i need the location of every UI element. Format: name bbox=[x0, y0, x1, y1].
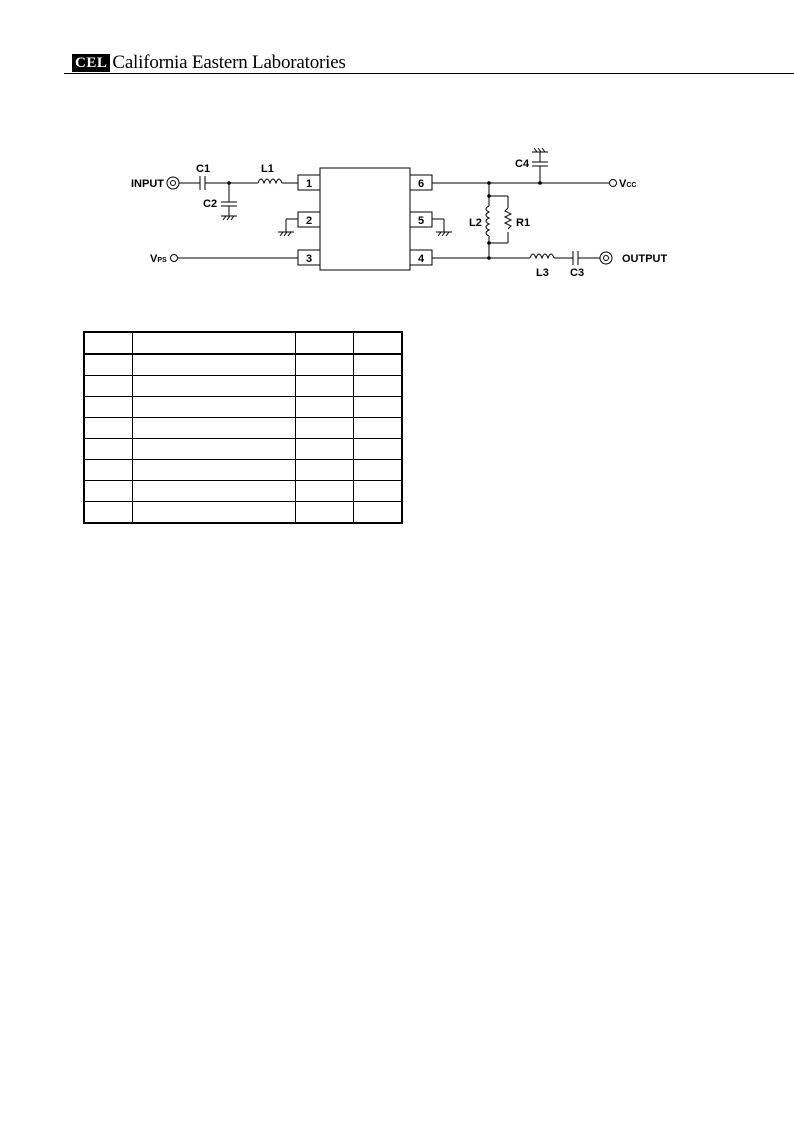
table-cell bbox=[131, 459, 297, 481]
application-circuit-schematic: 1 2 3 4 5 6 INPUT C1 C2 L1 VPS C4 VCC L2… bbox=[131, 147, 668, 279]
vps-label: VPS bbox=[150, 253, 167, 265]
table-cell bbox=[295, 480, 355, 502]
table-cell bbox=[295, 501, 355, 524]
table-header-cell bbox=[353, 331, 403, 355]
table-cell bbox=[353, 501, 403, 524]
table-header-cell bbox=[83, 331, 133, 355]
table-header-row bbox=[83, 331, 403, 355]
junction-dot bbox=[487, 256, 491, 260]
table-cell bbox=[353, 480, 403, 502]
junction-dot bbox=[487, 241, 491, 245]
ic-package bbox=[319, 167, 411, 271]
label-r1: R1 bbox=[516, 217, 530, 229]
table-cell bbox=[131, 438, 297, 460]
table-header-cell bbox=[131, 331, 297, 355]
header-rule bbox=[64, 73, 794, 74]
company-name: California Eastern Laboratories bbox=[112, 52, 346, 73]
table-row bbox=[83, 375, 403, 397]
table-header-cell bbox=[295, 331, 355, 355]
pin-label-1: 1 bbox=[306, 178, 312, 190]
table-cell bbox=[83, 417, 133, 439]
junction-dot bbox=[227, 181, 231, 185]
parts-list-table bbox=[83, 331, 403, 524]
table-row bbox=[83, 353, 403, 376]
vcc-label: VCC bbox=[619, 178, 636, 190]
table-row bbox=[83, 438, 403, 460]
table-cell bbox=[83, 501, 133, 524]
table-cell bbox=[83, 396, 133, 418]
output-label: OUTPUT bbox=[622, 253, 668, 265]
table-cell bbox=[295, 353, 355, 376]
company-logo: CEL bbox=[72, 54, 111, 72]
input-connector bbox=[166, 176, 180, 190]
table-cell bbox=[83, 459, 133, 481]
table-row bbox=[83, 459, 403, 481]
table-cell bbox=[295, 396, 355, 418]
label-c4: C4 bbox=[515, 158, 530, 170]
junction-dot bbox=[487, 194, 491, 198]
table-cell bbox=[353, 375, 403, 397]
table-cell bbox=[131, 417, 297, 439]
table-row bbox=[83, 396, 403, 418]
table-cell bbox=[131, 375, 297, 397]
table-cell bbox=[131, 480, 297, 502]
inductor-l2 bbox=[485, 205, 491, 237]
vps-terminal bbox=[170, 254, 178, 262]
table-cell bbox=[295, 459, 355, 481]
resistor-r1 bbox=[503, 207, 513, 230]
table-cell bbox=[83, 353, 133, 376]
label-l1: L1 bbox=[261, 163, 274, 175]
table-row bbox=[83, 417, 403, 439]
table-cell bbox=[131, 396, 297, 418]
label-l2: L2 bbox=[469, 217, 482, 229]
table-cell bbox=[353, 438, 403, 460]
label-l3: L3 bbox=[536, 267, 549, 279]
table-cell bbox=[353, 396, 403, 418]
junction-dot bbox=[538, 181, 542, 185]
table-cell bbox=[83, 480, 133, 502]
label-c1: C1 bbox=[196, 163, 210, 175]
table-cell bbox=[131, 353, 297, 376]
table-cell bbox=[353, 353, 403, 376]
input-label: INPUT bbox=[131, 178, 164, 190]
output-connector bbox=[599, 251, 613, 265]
pin-label-5: 5 bbox=[418, 215, 424, 227]
table-cell bbox=[131, 501, 297, 524]
pin-label-2: 2 bbox=[306, 215, 312, 227]
inductor-l3 bbox=[529, 253, 555, 260]
table-cell bbox=[83, 375, 133, 397]
pin-label-6: 6 bbox=[418, 178, 424, 190]
table-row bbox=[83, 480, 403, 502]
table-cell bbox=[295, 417, 355, 439]
inductor-l1 bbox=[257, 178, 283, 185]
pin-label-4: 4 bbox=[418, 253, 425, 265]
table-cell bbox=[83, 438, 133, 460]
page-header: CEL California Eastern Laboratories bbox=[72, 52, 346, 74]
table-cell bbox=[353, 459, 403, 481]
vcc-terminal bbox=[609, 179, 617, 187]
table-cell bbox=[353, 417, 403, 439]
table-cell bbox=[295, 375, 355, 397]
pin-label-3: 3 bbox=[306, 253, 312, 265]
table-cell bbox=[295, 438, 355, 460]
junction-dot bbox=[487, 181, 491, 185]
table-row bbox=[83, 501, 403, 524]
label-c2: C2 bbox=[203, 198, 217, 210]
label-c3: C3 bbox=[570, 267, 584, 279]
